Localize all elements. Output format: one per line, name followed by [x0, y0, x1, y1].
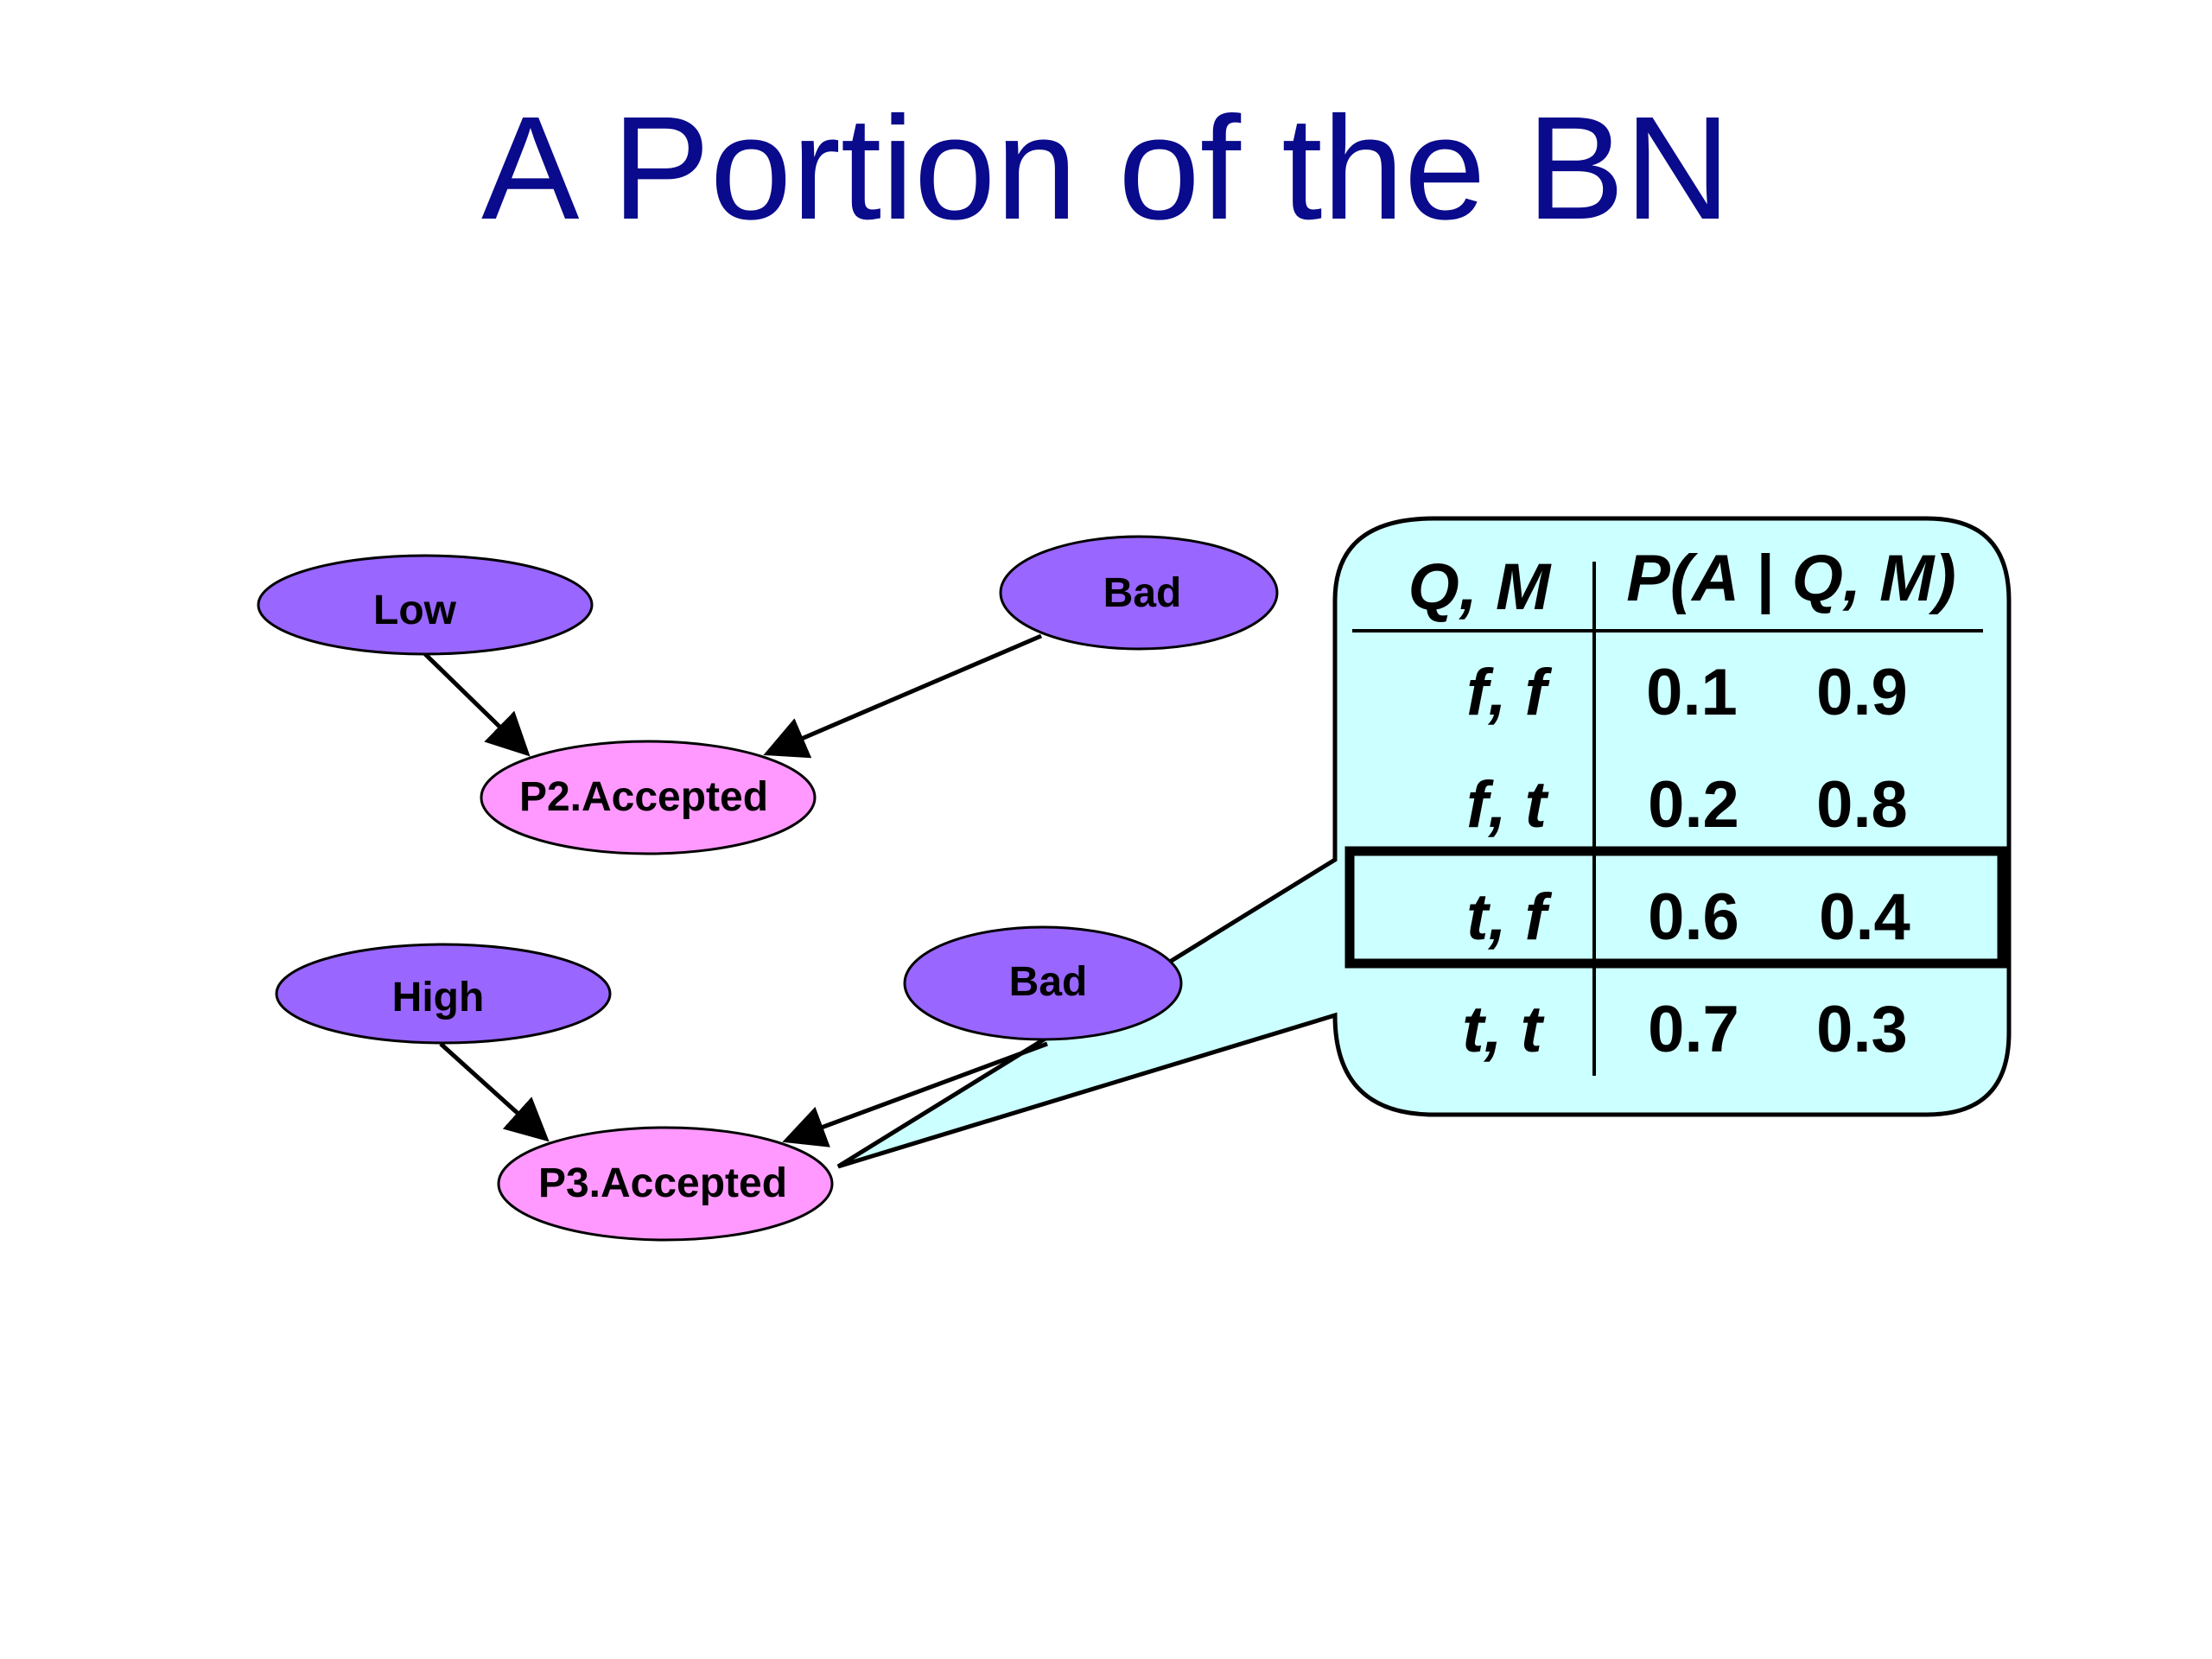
cpt-row-parents: t, t — [1462, 993, 1545, 1066]
cpt-row-prob-true: 0.1 — [1646, 656, 1738, 729]
node-low: Low — [257, 554, 594, 656]
node-bad-top-label: Bad — [1103, 570, 1182, 616]
cpt-header-prob: P(A | Q, M) — [1626, 542, 1956, 615]
cpt-table: Q, M P(A | Q, M) f, f 0.1 0.9 f, t 0.2 0… — [1344, 542, 2007, 1076]
node-p2-accepted-label: P2.Accepted — [519, 774, 768, 820]
node-high-label: High — [392, 975, 485, 1020]
edge-high-to-p3 — [439, 1042, 550, 1142]
cpt-row-parents: f, t — [1466, 768, 1549, 842]
edge-bad-to-p3 — [782, 1041, 1048, 1147]
cpt-header-parents: Q, M — [1408, 550, 1552, 624]
node-bad-bottom: Bad — [903, 925, 1183, 1041]
cpt-row-prob-false: 0.8 — [1816, 768, 1908, 842]
cpt-row-prob-true: 0.7 — [1648, 993, 1739, 1066]
node-p3-accepted: P3.Accepted — [497, 1126, 834, 1242]
edge-bad-to-p2 — [763, 633, 1042, 759]
cpt-row-prob-false: 0.3 — [1816, 993, 1908, 1066]
node-high: High — [275, 943, 612, 1045]
cpt-row-prob-true: 0.6 — [1648, 880, 1739, 954]
edge-low-to-p2 — [422, 651, 531, 757]
slide-title: A Portion of the BN — [481, 86, 1731, 251]
node-p2-accepted: P2.Accepted — [480, 740, 817, 855]
cpt-row-parents: f, f — [1466, 656, 1553, 729]
node-low-label: Low — [373, 588, 457, 633]
node-bad-top: Bad — [999, 535, 1279, 651]
cpt-row-prob-false: 0.4 — [1819, 880, 1910, 954]
cpt-highlight-box — [1344, 846, 2007, 969]
cpt-row-prob-false: 0.9 — [1816, 656, 1908, 729]
cpt-row-parents: t, f — [1466, 880, 1553, 954]
node-bad-bottom-label: Bad — [1009, 959, 1088, 1005]
cpt-row-prob-true: 0.2 — [1648, 768, 1739, 842]
node-p3-accepted-label: P3.Accepted — [538, 1160, 787, 1206]
